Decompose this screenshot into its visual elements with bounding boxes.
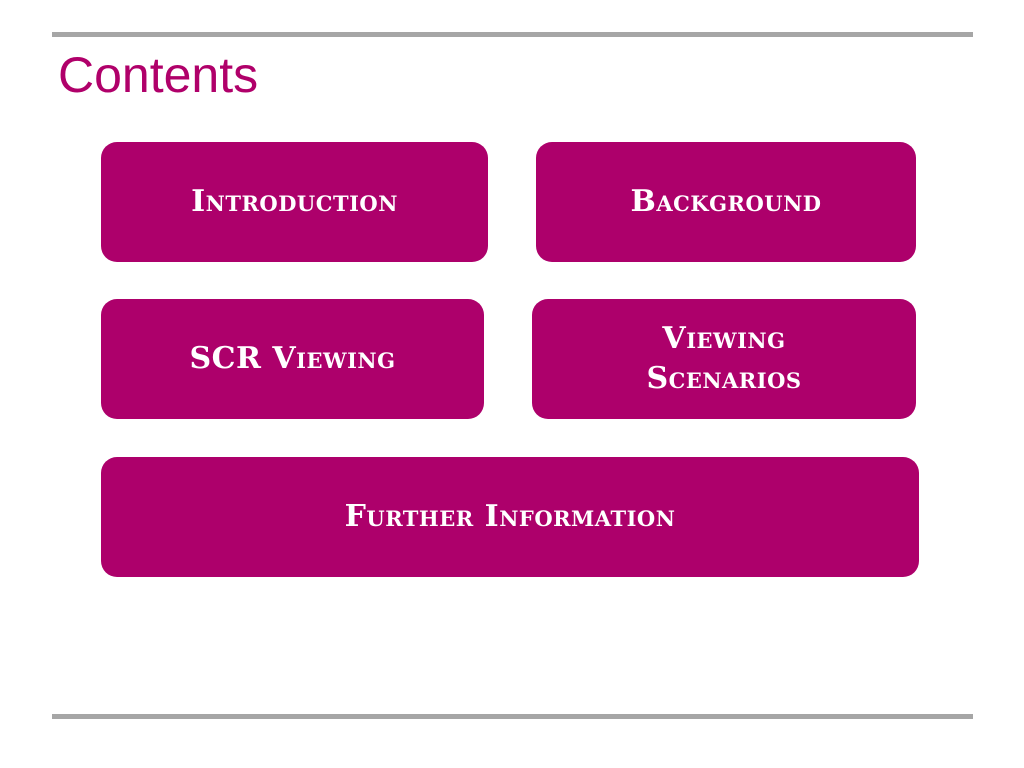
further-information-button[interactable]: Further Information <box>101 457 919 577</box>
further-information-button-label: Further Information <box>344 499 676 534</box>
top-divider <box>52 32 973 37</box>
viewing-scenarios-button[interactable]: Viewing Scenarios <box>532 299 916 419</box>
background-button-label: Background <box>630 184 822 219</box>
scr-viewing-button[interactable]: SCR Viewing <box>101 299 484 419</box>
viewing-scenarios-button-label: Viewing Scenarios <box>646 321 802 396</box>
scr-viewing-button-label: SCR Viewing <box>189 341 396 376</box>
background-button[interactable]: Background <box>536 142 916 262</box>
introduction-button[interactable]: Introduction <box>101 142 488 262</box>
introduction-button-label: Introduction <box>191 184 398 219</box>
bottom-divider <box>52 714 973 719</box>
slide-title: Contents <box>58 47 259 103</box>
